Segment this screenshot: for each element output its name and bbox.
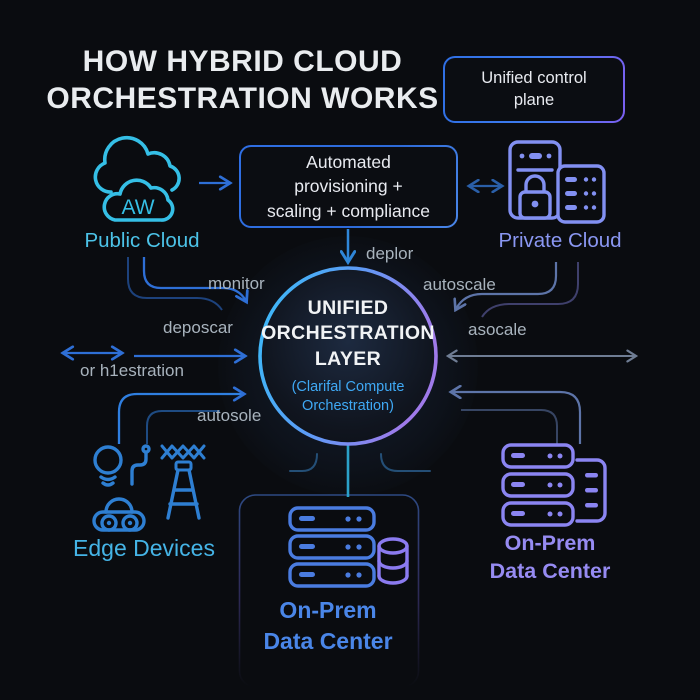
private-cloud-label: Private Cloud	[498, 229, 622, 252]
svg-text:AW: AW	[121, 196, 154, 219]
automation-line-2: provisioning +	[294, 176, 403, 197]
onprem-right-servers-icon	[501, 443, 607, 529]
edge-devices-label: Edge Devices	[73, 535, 215, 561]
unified-orchestration-core: UNIFIED ORCHESTRATION LAYER (Clarifal Co…	[258, 266, 438, 446]
unified-control-plane-box: Unified control plane	[443, 56, 625, 123]
public-cloud-icon: AW	[88, 134, 196, 230]
title-line-1: HOW HYBRID CLOUD	[82, 45, 403, 78]
core-subtitle-line-1: (Clarifal Compute	[291, 379, 405, 396]
control-plane-line-1: Unified control	[481, 69, 587, 88]
edge-devices-icon	[82, 440, 206, 532]
onprem-center-servers-icon	[288, 506, 412, 590]
core-title-line-2: ORCHESTRATION	[261, 322, 435, 345]
core-subtitle-line-2: Orchestration)	[302, 398, 394, 415]
title-line-2: ORCHESTRATION WORKS	[46, 81, 439, 115]
flow-label-autoscale: autoscale	[423, 275, 496, 294]
flow-label-autosole: autosole	[197, 406, 262, 425]
core-title-line-1: UNIFIED	[307, 297, 389, 320]
onprem-center-label-line-1: On-Prem	[279, 597, 377, 623]
public-cloud-label: Public Cloud	[84, 229, 200, 252]
flow-label-monitor: monitor	[208, 274, 265, 293]
core-title: UNIFIED ORCHESTRATION LAYER	[261, 296, 435, 372]
automation-line-1: Automated	[306, 151, 391, 172]
flow-label-deploy: deplor	[366, 244, 414, 263]
onprem-right-label: On-Prem Data Center	[490, 530, 611, 586]
arrow-onpremright-to-core	[452, 392, 582, 444]
onprem-center-label-line-2: Data Center	[263, 628, 393, 655]
private-cloud-icon	[508, 140, 608, 228]
automation-box: Automated provisioning + scaling + compl…	[239, 145, 458, 228]
onprem-center-container	[238, 494, 420, 688]
core-subtitle: (Clarifal Compute Orchestration)	[292, 378, 405, 416]
control-plane-line-2: plane	[513, 90, 555, 109]
flow-label-orchestration: or h1estration	[80, 361, 184, 380]
onprem-center-label: On-Prem Data Center	[263, 595, 392, 657]
flow-label-deposcar: deposcar	[163, 318, 233, 337]
flow-label-asocale: asocale	[468, 320, 527, 339]
automation-line-3: scaling + compliance	[267, 200, 430, 221]
page-title: HOW HYBRID CLOUD ORCHESTRATION WORKS	[25, 44, 460, 117]
onprem-right-label-line-1: On-Prem	[504, 531, 596, 555]
onprem-right-label-line-2: Data Center	[489, 558, 611, 583]
core-title-line-3: LAYER	[314, 347, 382, 370]
